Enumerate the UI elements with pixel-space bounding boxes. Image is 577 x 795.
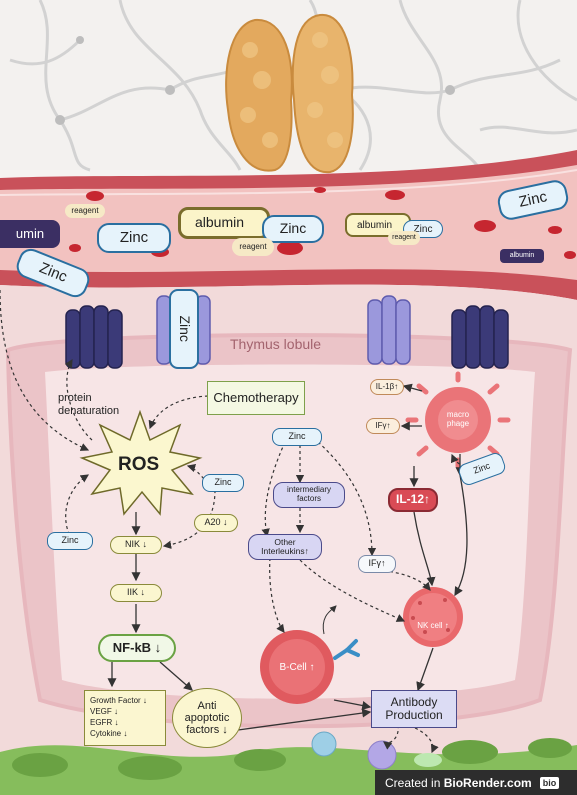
albumin-partial-box: umin xyxy=(0,220,60,248)
zinc-free-1: Zinc xyxy=(97,223,171,253)
iik-pill: IIK ↓ xyxy=(110,584,162,602)
created-in-label: Created in xyxy=(385,775,444,790)
nik-pill: NIK ↓ xyxy=(110,536,162,554)
antibody-icon xyxy=(333,639,360,660)
other-interleukins-pill: Other Interleukins↑ xyxy=(248,534,322,560)
antibody-production-box: Antibody Production xyxy=(371,690,457,728)
growth-factor-box: Growth Factor ↓ VEGF ↓ EGFR ↓ Cytokine ↓ xyxy=(84,690,166,746)
a20-label: A20 ↓ xyxy=(204,517,228,528)
intermediary-label: intermediary factors xyxy=(286,485,331,503)
ify-mid-label: IFγ↑ xyxy=(368,558,386,569)
zinc-ros-pill: Zinc xyxy=(202,474,244,492)
b-cell xyxy=(260,630,334,704)
albumin-small-box: albumin xyxy=(500,249,544,263)
cytokine-line: Cytokine ↓ xyxy=(90,729,128,738)
dotted-arrows xyxy=(0,289,471,754)
il1b-label: IL-1β↑ xyxy=(375,381,399,391)
nk-cell-label: NK cell ↑ xyxy=(417,620,449,630)
zinc-label: Zinc xyxy=(36,259,70,286)
ion-channel-dark-left xyxy=(65,305,123,369)
zinc-label: Zinc xyxy=(279,220,307,237)
ros-starburst xyxy=(79,409,203,516)
il12-label: IL-12↑ xyxy=(395,492,430,507)
channel-zinc-label-wrap: Zinc xyxy=(170,290,198,368)
nik-label: NIK ↓ xyxy=(124,539,147,550)
antibody-production-label: Antibody Production xyxy=(385,694,443,722)
iik-label: IIK ↓ xyxy=(126,587,145,598)
ify-mid-pill: IFγ↑ xyxy=(358,555,396,573)
anti-apoptotic-circle: Anti apoptotic factors ↓ xyxy=(172,688,242,748)
reagent-label: reagent xyxy=(239,241,267,251)
other-interleukins-label: Other Interleukins↑ xyxy=(261,536,309,556)
ion-channel-dark-right xyxy=(451,305,509,369)
reagent-label: reagent xyxy=(71,205,99,215)
zinc-label: Zinc xyxy=(61,535,79,546)
zinc-label: Zinc xyxy=(471,460,492,476)
nk-cell-label-wrap: NK cell ↑ xyxy=(410,618,456,634)
reagent-blob-3: reagent xyxy=(388,231,420,245)
zinc-left-pill: Zinc xyxy=(47,532,93,550)
macrophage-cell xyxy=(405,371,511,469)
chemotherapy-box: Chemotherapy xyxy=(207,381,305,415)
zinc-label: Zinc xyxy=(288,431,306,442)
albumin-label: albumin xyxy=(509,252,535,260)
thyroid-gland xyxy=(225,13,354,174)
albumin-label: albumin xyxy=(357,219,393,231)
zinc-label: Zinc xyxy=(413,223,433,235)
reagent-label: reagent xyxy=(392,234,416,242)
reagent-blob-2: reagent xyxy=(232,238,274,256)
solid-arrows xyxy=(107,383,465,731)
albumin-partial-label: umin xyxy=(15,225,45,241)
thymus-lobule-label: Thymus lobule xyxy=(230,336,322,352)
intermediary-pill: intermediary factors xyxy=(273,482,345,508)
egfr-line: EGFR ↓ xyxy=(90,718,119,727)
zinc-label: Zinc xyxy=(214,477,232,488)
biorender-footer[interactable]: Created in BioRender.com bio xyxy=(375,770,577,795)
ify-top-pill: IFγ↑ xyxy=(366,418,400,434)
growth-factor-line: Growth Factor ↓ xyxy=(90,696,147,705)
nfkb-pill: NF-kB ↓ xyxy=(98,634,176,662)
zinc-label: Zinc xyxy=(119,228,149,246)
vegf-line: VEGF ↓ xyxy=(90,707,119,716)
b-cell-label-wrap: B-Cell ↑ xyxy=(270,658,324,676)
ion-channel-light-right xyxy=(367,295,411,365)
il1b-pill: IL-1β↑ xyxy=(370,379,404,395)
albumin-label: albumin xyxy=(195,214,245,231)
zinc-bound-1: Zinc xyxy=(262,215,324,243)
ros-label: ROS xyxy=(118,454,160,475)
zinc-label: Zinc xyxy=(517,188,549,211)
biorender-brand: BioRender.com xyxy=(443,775,532,790)
il12-pill: IL-12↑ xyxy=(388,488,438,512)
chemotherapy-label: Chemotherapy xyxy=(213,389,299,405)
macrophage-label-wrap: macro phage xyxy=(438,408,478,432)
ion-channel-light-left xyxy=(156,295,211,365)
zinc-mid-pill: Zinc xyxy=(272,428,322,446)
anti-apoptotic-label: Anti apoptotic factors ↓ xyxy=(184,699,230,737)
albumin-box-1: albumin xyxy=(178,207,270,239)
gray-branches xyxy=(9,0,577,172)
channel-zinc-pill xyxy=(169,289,199,369)
ify-top-label: IFγ↑ xyxy=(375,420,391,430)
b-cell-label: B-Cell ↑ xyxy=(279,661,315,673)
a20-pill: A20 ↓ xyxy=(194,514,238,532)
reagent-blob-1: reagent xyxy=(65,204,105,218)
protein-denaturation-label: protein denaturation xyxy=(58,392,120,417)
channel-zinc-label: Zinc xyxy=(176,315,193,343)
macrophage-label: macro phage xyxy=(446,410,470,428)
nfkb-label: NF-kB ↓ xyxy=(112,639,162,655)
biorender-logo-icon: bio xyxy=(539,776,560,789)
nk-cell xyxy=(403,587,463,647)
albumin-box-2: albumin xyxy=(345,213,411,237)
